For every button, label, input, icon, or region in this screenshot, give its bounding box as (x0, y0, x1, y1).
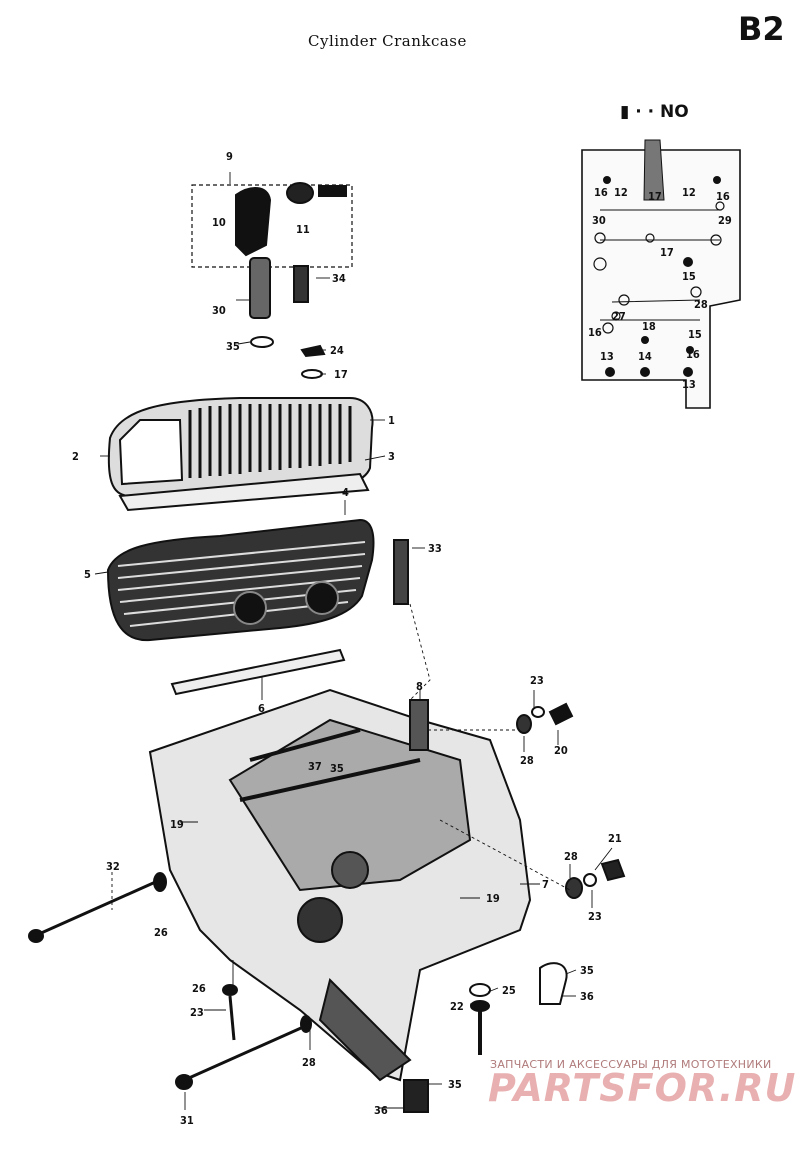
inset-callout-29: 29 (718, 214, 732, 227)
port-right (305, 581, 339, 615)
spring-23-side (583, 873, 597, 887)
callout-25: 25 (502, 984, 516, 997)
inset-callout-12-right: 12 (682, 186, 696, 199)
callout-4: 4 (342, 486, 349, 499)
watermark-caption: ЗАПЧАСТИ И АКСЕССУАРЫ ДЛЯ МОТОТЕХНИКИ (490, 1058, 772, 1071)
callout-33: 33 (428, 542, 442, 555)
plug-cap-group-box (191, 184, 353, 268)
stud-33 (393, 539, 409, 605)
callout-23-bolt: 23 (190, 1006, 204, 1019)
callout-28-bottom: 28 (302, 1056, 316, 1069)
callout-9: 9 (226, 150, 233, 163)
cap-wire (318, 185, 347, 197)
callout-34: 34 (332, 272, 346, 285)
washer-28-side (565, 877, 583, 899)
spark-plug (249, 257, 271, 319)
bolt-8 (409, 699, 429, 751)
callout-11: 11 (296, 223, 310, 236)
page-code: B2 (738, 10, 785, 48)
inset-callout-12-left: 12 (614, 186, 628, 199)
plug-cap (235, 187, 272, 257)
cap-cover (286, 182, 314, 204)
bolt-32 (29, 878, 161, 940)
inset-callout-17-mid: 17 (660, 246, 674, 259)
inset-callout-17-top: 17 (648, 190, 662, 203)
callout-20: 20 (554, 744, 568, 757)
inset-callout-16-right: 16 (716, 190, 730, 203)
stud-34 (293, 265, 309, 303)
callout-30: 30 (212, 304, 226, 317)
callout-28-side: 28 (564, 850, 578, 863)
cylinder-head (106, 518, 375, 642)
bolt-31 (179, 1022, 311, 1084)
callout-35-plug-bottom: 35 (448, 1078, 462, 1091)
callout-2: 2 (72, 450, 79, 463)
callout-1: 1 (388, 414, 395, 427)
callout-10: 10 (212, 216, 226, 229)
callout-36-plug-bottom: 36 (374, 1104, 388, 1117)
callout-35-plug: 35 (226, 340, 240, 353)
callout-36-clip: 36 (580, 990, 594, 1003)
inset-callout-28: 28 (694, 298, 708, 311)
inset-callout-13-right: 13 (682, 378, 696, 391)
port-left (233, 591, 267, 625)
callout-labels: 9 10 11 34 30 35 24 17 1 2 3 4 5 33 6 8 … (72, 150, 732, 1127)
callout-6: 6 (258, 702, 265, 715)
callout-26-bolt: 26 (192, 982, 206, 995)
callout-24: 24 (330, 344, 344, 357)
crank-bearing (297, 897, 343, 943)
callout-28-top: 28 (520, 754, 534, 767)
watermark-logo: PARTSFOR.RU (488, 1066, 797, 1110)
washer-24 (300, 344, 326, 358)
inset-panel (581, 149, 741, 409)
callout-32: 32 (106, 860, 120, 873)
callout-7: 7 (542, 878, 549, 891)
nut-20 (548, 702, 574, 726)
callout-8: 8 (416, 680, 423, 693)
inset-callout-16-left: 16 (594, 186, 608, 199)
inset-callout-15: 15 (682, 270, 696, 283)
callout-3: 3 (388, 450, 395, 463)
washer-28-top (516, 714, 532, 734)
callout-21: 21 (608, 832, 622, 845)
callout-17: 17 (334, 368, 348, 381)
callout-22: 22 (450, 1000, 464, 1013)
inset-callout-27: 27 (612, 310, 626, 323)
head-gasket (170, 648, 346, 696)
cover-gasket (118, 472, 370, 512)
callout-31: 31 (180, 1114, 194, 1127)
bolt-23 (228, 995, 236, 1041)
callout-23-side: 23 (588, 910, 602, 923)
plug-36 (403, 1079, 429, 1113)
inset-callout-14: 14 (638, 350, 652, 363)
inset-callout-13-left: 13 (600, 350, 614, 363)
callout-26-case: 26 (154, 926, 168, 939)
callout-37: 37 (308, 760, 322, 773)
nut-17 (301, 369, 323, 379)
cover-window (118, 419, 184, 486)
callout-35-case: 35 (330, 762, 344, 775)
spring-23-top (531, 706, 545, 718)
crank-gear (331, 851, 369, 889)
inset-callout-16-low: 16 (588, 326, 602, 339)
callout-19-right: 19 (486, 892, 500, 905)
crankcase-lug (318, 978, 412, 1082)
inset-callout-18: 18 (642, 320, 656, 333)
clip-35 (539, 962, 568, 1005)
callout-23-top: 23 (530, 674, 544, 687)
callout-19-left: 19 (170, 818, 184, 831)
nut-21 (600, 858, 626, 882)
inset-callout-16-bottom: 16 (686, 348, 700, 361)
callout-35-clip: 35 (580, 964, 594, 977)
plug-washer (250, 336, 274, 348)
inset-title: ▮ · · NO (620, 102, 689, 122)
callout-5: 5 (84, 568, 91, 581)
inset-callout-30: 30 (592, 214, 606, 227)
diagram-title: Cylinder Crankcase (308, 32, 467, 50)
inset-callout-15-low: 15 (688, 328, 702, 341)
